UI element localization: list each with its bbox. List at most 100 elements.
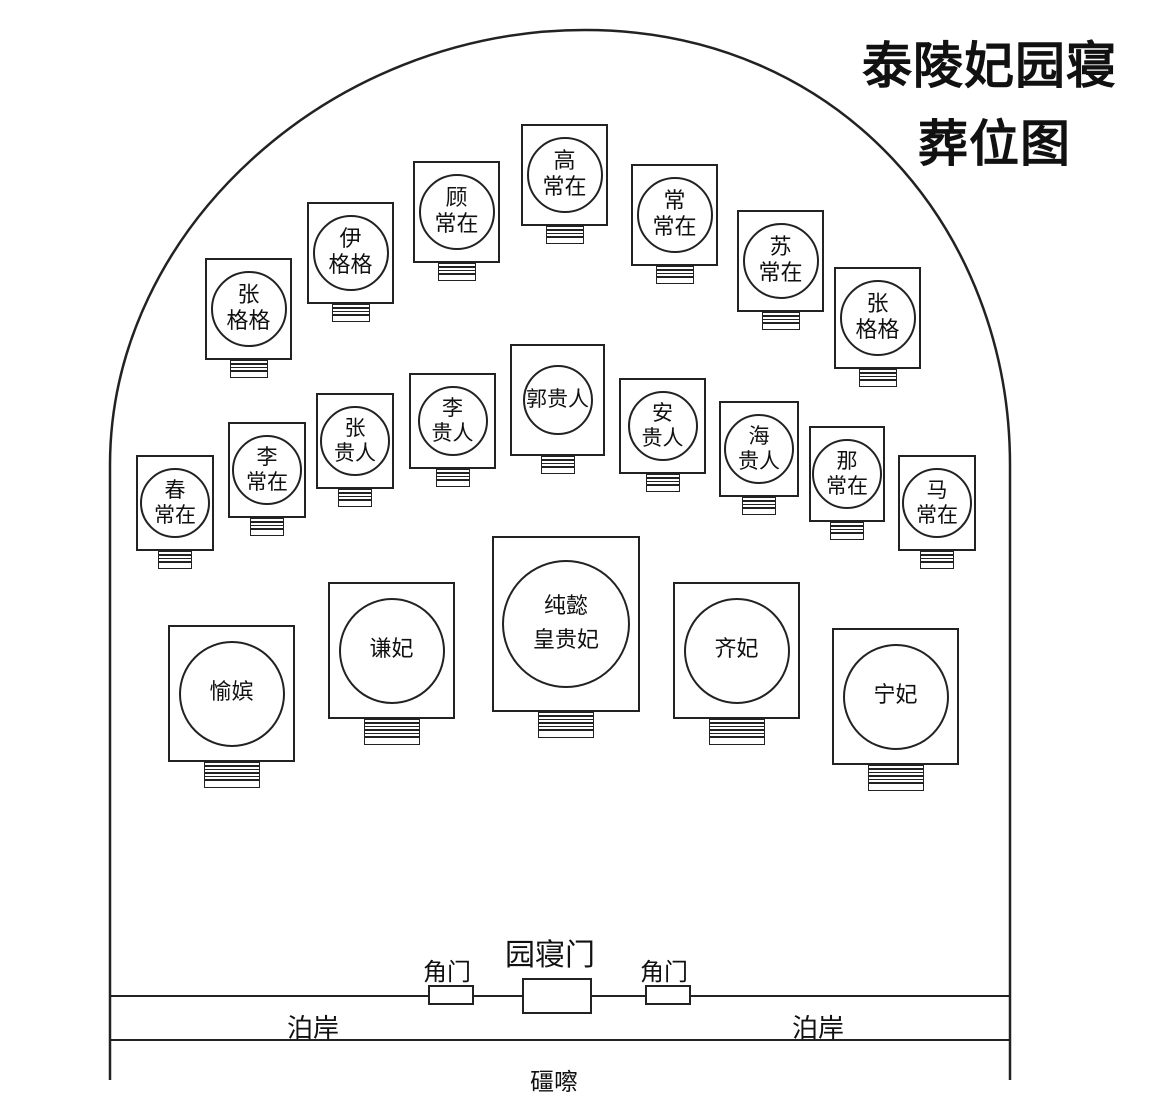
tomb-steps [742, 497, 776, 515]
enclosure-arch-wall [108, 28, 1012, 466]
tomb-mound-circle: 安贵人 [627, 391, 698, 461]
row-back-tomb-1: 张格格 [205, 258, 292, 360]
tomb-mound-circle: 张贵人 [320, 406, 390, 476]
occupant-name-line1: 常 [663, 188, 686, 214]
occupant-name-line1: 张 [237, 282, 260, 308]
tomb-mound-circle: 马常在 [902, 468, 972, 538]
tomb-mound-circle: 齐妃 [683, 597, 790, 704]
occupant-name-line2: 格格 [855, 318, 900, 343]
tomb-steps [761, 312, 800, 330]
side-gate-left-label: 角门 [423, 958, 471, 986]
occupant-name-line2: 贵人 [738, 449, 780, 473]
occupant-name-line2: 贵人 [334, 441, 376, 465]
tomb-steps [435, 469, 470, 487]
occupant-name-line1: 郭贵人 [526, 387, 589, 412]
occupant-name-line2: 常在 [758, 261, 803, 286]
tomb-steps [229, 360, 268, 378]
row-back-tomb-2: 伊格格 [307, 202, 394, 304]
tomb-mound-circle: 那常在 [812, 439, 882, 509]
tomb-mound-circle: 苏常在 [742, 223, 819, 299]
tomb-steps [437, 263, 476, 281]
tomb-steps [203, 762, 260, 788]
tomb-mound-circle: 愉嫔 [178, 640, 285, 747]
tomb-steps [920, 551, 954, 569]
row-front-tomb-1: 愉嫔 [168, 625, 295, 762]
tomb-steps [858, 369, 897, 387]
tomb-steps [655, 266, 694, 284]
tomb-mound-circle: 常常在 [636, 177, 713, 253]
occupant-name-line2: 贵人 [641, 426, 684, 450]
occupant-name-line2: 贵人 [431, 421, 474, 445]
diagram-title-line1: 泰陵妃园寝 [862, 37, 1117, 95]
row-middle-tomb-6: 安贵人 [619, 378, 706, 474]
tomb-mound-circle: 纯懿皇贵妃 [502, 560, 630, 688]
row-back-tomb-4: 高常在 [521, 124, 608, 226]
occupant-name-line1: 李 [442, 395, 463, 420]
tomb-steps [338, 489, 372, 507]
row-front-tomb-3: 纯懿皇贵妃 [492, 536, 640, 712]
tomb-steps [830, 522, 864, 540]
tomb-steps [708, 719, 765, 745]
occupant-name-line1: 伊 [339, 226, 362, 252]
tomb-mound-circle: 海贵人 [724, 414, 794, 484]
tomb-steps [538, 712, 594, 738]
occupant-name-line1: 纯懿 [543, 593, 588, 619]
tomb-steps [363, 719, 420, 745]
tomb-mound-circle: 顾常在 [418, 174, 495, 250]
tomb-steps [158, 551, 192, 569]
tomb-mound-circle: 张格格 [839, 280, 916, 356]
occupant-name-line2: 常在 [542, 175, 587, 200]
tomb-steps [540, 456, 575, 474]
occupant-name-line2: 格格 [226, 309, 271, 334]
tomb-mound-circle: 李常在 [232, 435, 302, 505]
row-middle-tomb-4: 李贵人 [409, 373, 496, 469]
row-front-tomb-5: 宁妃 [832, 628, 959, 765]
occupant-name-line1: 那 [836, 448, 858, 473]
occupant-name-line2: 常在 [154, 503, 196, 527]
row-middle-tomb-2: 李常在 [228, 422, 306, 518]
row-front-tomb-4: 齐妃 [673, 582, 800, 719]
berm-left-label: 泊岸 [287, 1014, 340, 1044]
tomb-mound-circle: 谦妃 [338, 597, 445, 704]
occupant-name-line1: 顾 [445, 185, 468, 211]
side-gate-right [645, 985, 691, 1005]
main-gate [522, 978, 592, 1014]
occupant-name-line2: 常在 [916, 503, 958, 527]
main-gate-label: 园寝门 [505, 938, 595, 973]
occupant-name-line2: 常在 [246, 470, 288, 494]
tomb-mound-circle: 李贵人 [417, 386, 488, 456]
occupant-name-line1: 愉嫔 [209, 680, 254, 706]
occupant-name-line1: 宁妃 [873, 683, 918, 709]
occupant-name-line1: 高 [553, 148, 576, 174]
occupant-name-line2: 常在 [652, 215, 697, 240]
row-middle-tomb-3: 张贵人 [316, 393, 394, 489]
row-back-tomb-3: 顾常在 [413, 161, 500, 263]
occupant-name-line1: 春 [164, 477, 186, 502]
row-middle-tomb-7: 海贵人 [719, 401, 799, 497]
occupant-name-line1: 谦妃 [369, 637, 414, 663]
side-gate-right-label: 角门 [640, 958, 688, 986]
tomb-mound-circle: 春常在 [140, 468, 210, 538]
tomb-steps [331, 304, 370, 322]
tomb-mound-circle: 高常在 [526, 137, 603, 213]
row-middle-tomb-1: 春常在 [136, 455, 214, 551]
occupant-name-line1: 李 [256, 444, 278, 469]
tomb-mound-circle: 张格格 [210, 271, 287, 347]
occupant-name-line1: 张 [866, 291, 889, 317]
row-back-tomb-6: 苏常在 [737, 210, 824, 312]
occupant-name-line2: 常在 [434, 212, 479, 237]
row-middle-tomb-8: 那常在 [809, 426, 885, 522]
tomb-steps [545, 226, 584, 244]
occupant-name-line2: 常在 [826, 474, 868, 498]
occupant-name-line1: 齐妃 [714, 637, 759, 663]
tomb-steps [250, 518, 284, 536]
tomb-steps [867, 765, 924, 791]
occupant-name-line1: 安 [652, 400, 673, 425]
tomb-mound-circle: 宁妃 [842, 643, 949, 750]
tomb-mound-circle: 伊格格 [312, 215, 389, 291]
occupant-name-line2: 皇贵妃 [532, 628, 599, 653]
occupant-name-line1: 马 [926, 477, 948, 502]
occupant-name-line1: 海 [748, 423, 770, 448]
tomb-mound-circle: 郭贵人 [522, 365, 593, 435]
